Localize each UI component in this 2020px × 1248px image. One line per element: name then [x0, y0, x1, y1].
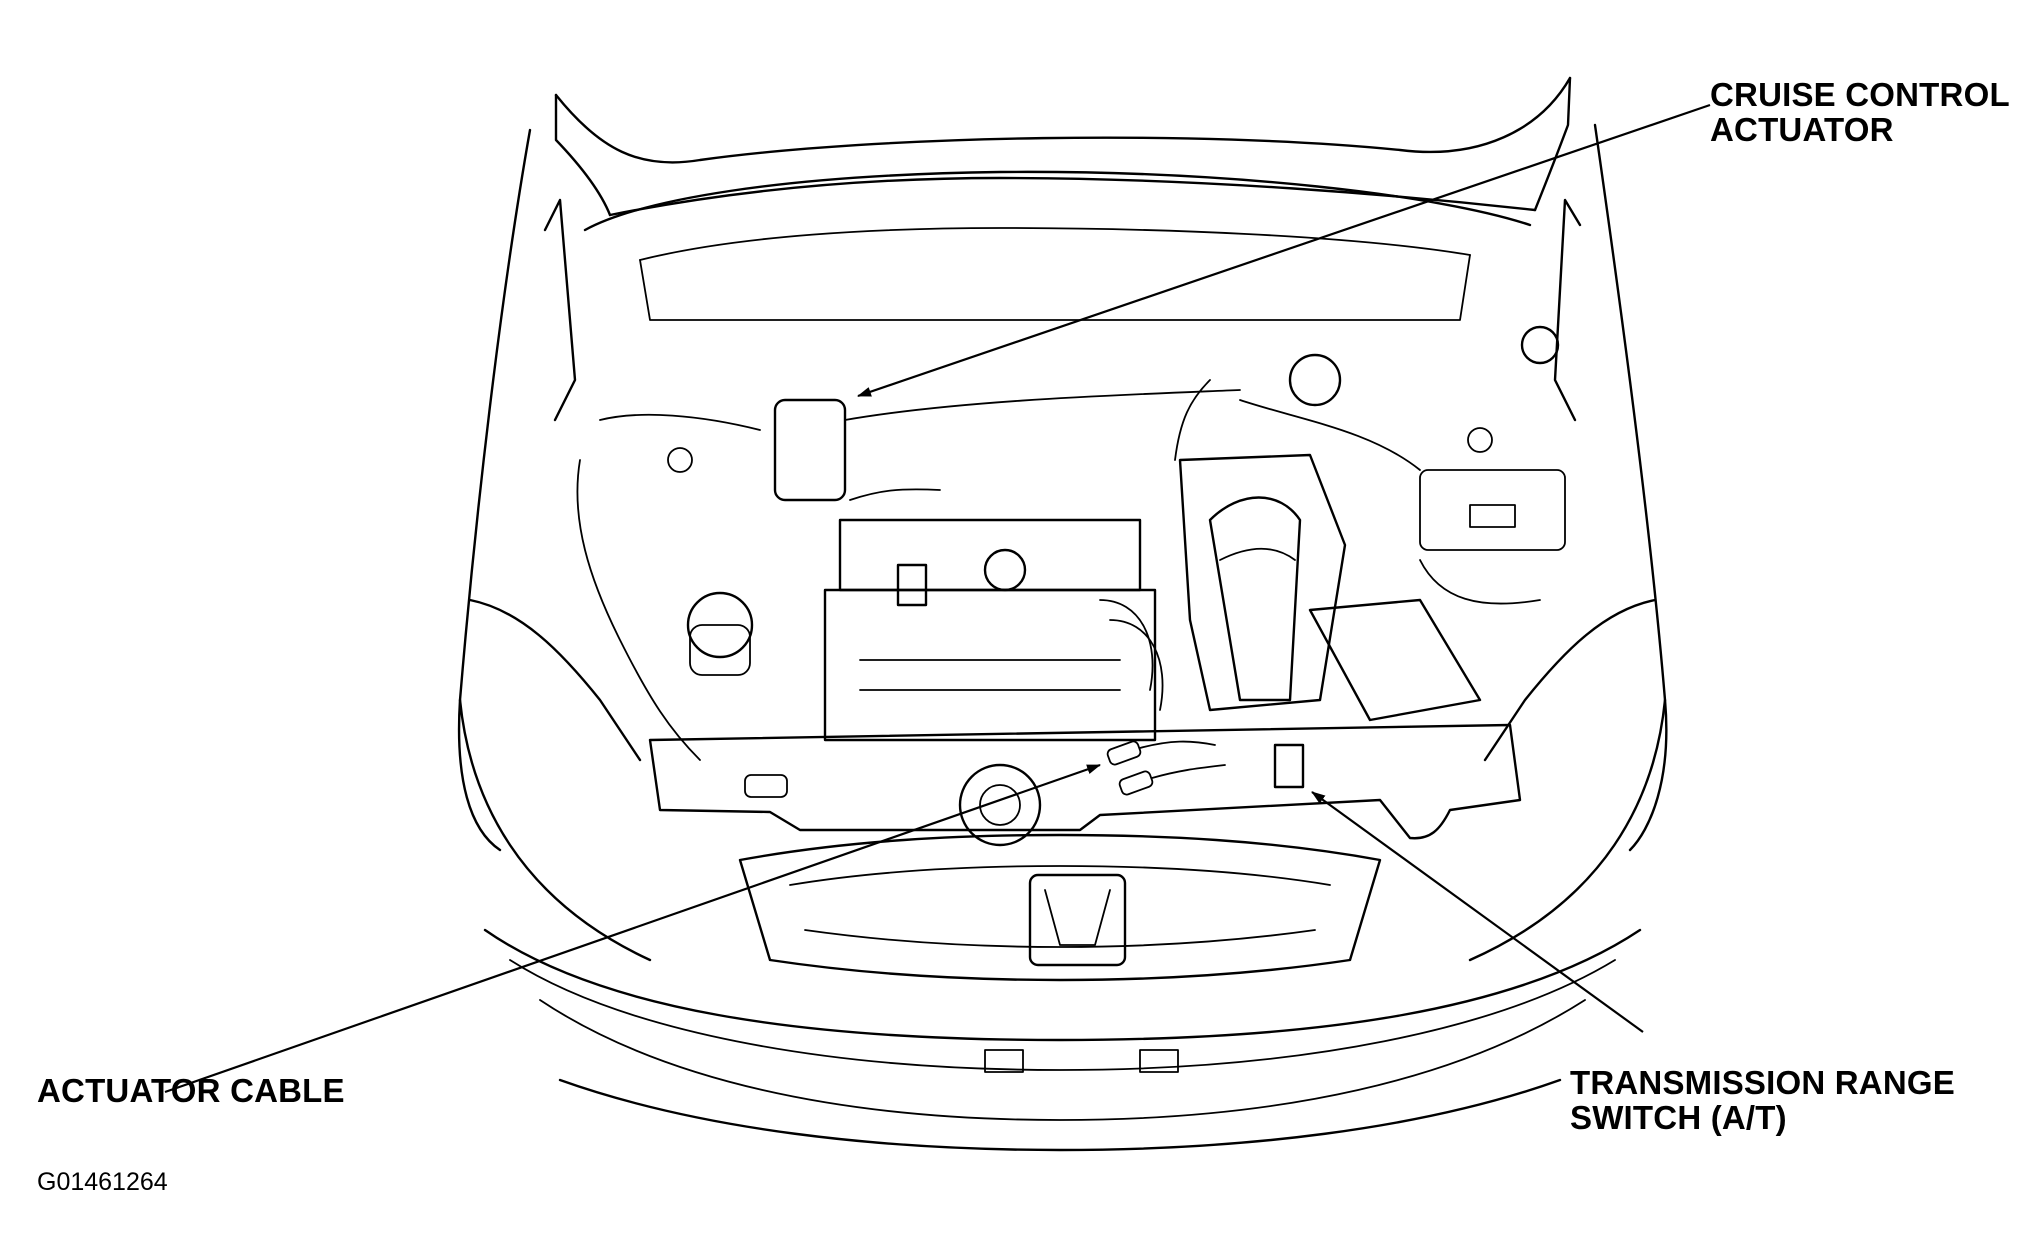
label-line: ACTUATOR CABLE — [37, 1072, 345, 1109]
battery — [1308, 469, 1566, 722]
body-outline — [457, 123, 1668, 1152]
leader-actuator-cable — [164, 763, 1101, 1094]
figure-id: G01461264 — [37, 1168, 168, 1196]
reservoirs — [667, 325, 1560, 676]
leader-transmission-range-switch — [1311, 791, 1644, 1033]
hood — [554, 76, 1572, 321]
engine — [823, 488, 1157, 742]
transmission-range-switch — [1273, 743, 1305, 789]
label-actuator-cable: ACTUATOR CABLE — [37, 1072, 345, 1109]
label-line: TRANSMISSION RANGE — [1570, 1064, 1955, 1101]
air-intake — [1178, 453, 1347, 712]
label-line: SWITCH (A/T) — [1570, 1098, 1787, 1136]
radiator-support — [648, 723, 1522, 847]
label-line: CRUISE CONTROL — [1710, 76, 2010, 113]
leader-cruise-control-actuator — [857, 103, 1711, 398]
actuator-cable-connectors — [1106, 740, 1226, 796]
grille — [738, 833, 1382, 1073]
label-transmission-range-switch: TRANSMISSION RANGE SWITCH (A/T) — [1570, 1064, 1955, 1136]
label-cruise-control-actuator: CRUISE CONTROL ACTUATOR — [1710, 76, 2010, 148]
hoses — [576, 379, 1541, 761]
label-line: ACTUATOR — [1710, 110, 1894, 148]
